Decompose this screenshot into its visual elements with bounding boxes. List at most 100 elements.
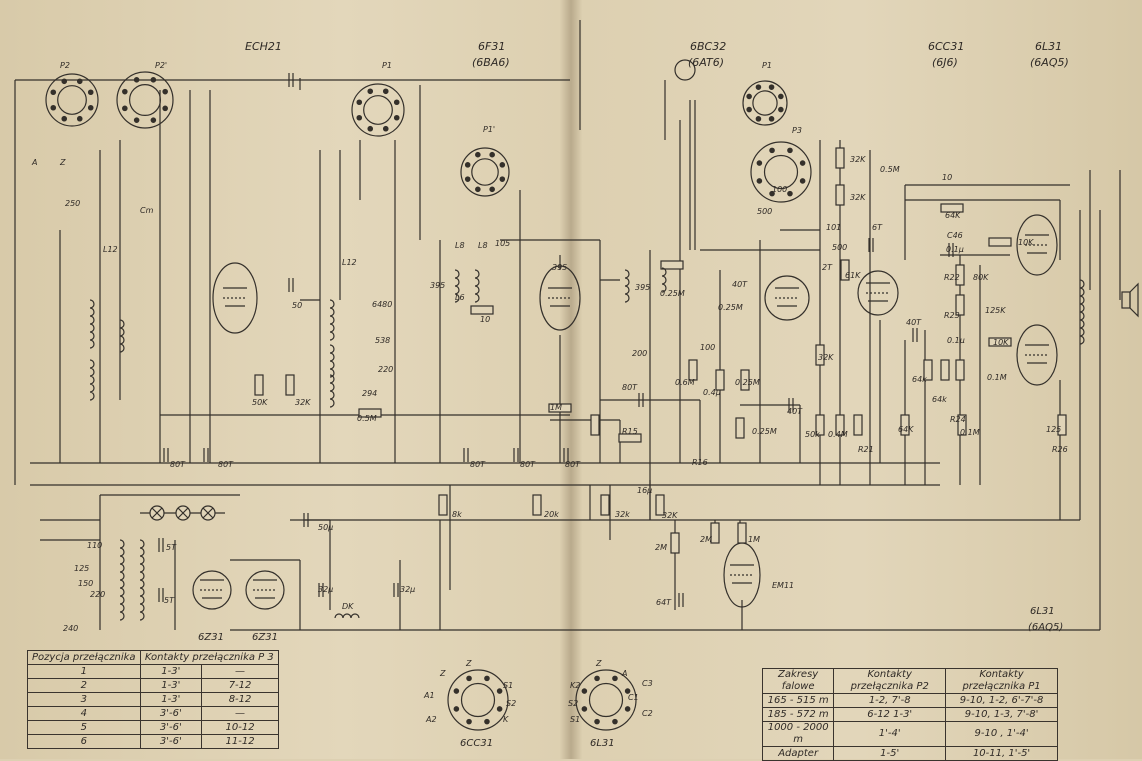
component-label: C46 (947, 231, 963, 240)
component-label: P1 (762, 61, 772, 70)
table-cell: 9-10, 1-2, 6'-7'-8 (945, 693, 1058, 708)
component-label: 32k (615, 510, 630, 519)
component-label: 6L31 (1030, 606, 1055, 617)
socket-pin (150, 117, 157, 123)
socket-pin (61, 78, 68, 85)
capacitor (288, 278, 294, 292)
component-label: 40T (906, 318, 922, 327)
socket-outline (575, 669, 637, 731)
component-label: P2 (60, 61, 70, 70)
table-cell: 1-2, 7'-8 (833, 693, 947, 708)
socket-pin (453, 688, 460, 694)
component-label: Z (595, 659, 602, 668)
tube-title-6j6: (6J6) (932, 56, 958, 69)
table-cell: 185 - 572 m (761, 707, 835, 722)
socket-pin (496, 688, 503, 694)
component-label: C2 (642, 709, 653, 718)
socket-pin (787, 147, 793, 154)
table-cell: 10-12 (201, 720, 279, 735)
speaker-cone (1129, 282, 1139, 318)
resistor (940, 203, 964, 213)
component-label: Z (465, 659, 472, 668)
resistor (470, 305, 494, 315)
resistor (835, 414, 845, 436)
socket-pin (768, 116, 775, 122)
capacitor (158, 588, 164, 602)
socket-pin (769, 147, 775, 154)
component-label: 80T (565, 460, 581, 469)
header-contacts: Kontakty przełącznika P 3 (139, 650, 280, 665)
component-label: C3 (642, 679, 653, 688)
component-label: 220 (90, 590, 105, 599)
socket-pin (787, 190, 793, 197)
speaker-icon (1121, 291, 1131, 309)
capacitor (163, 448, 169, 462)
component-label: 64k (912, 375, 927, 384)
component-label: 0.4M (828, 430, 848, 439)
table-cell: Adapter (761, 746, 835, 761)
socket-pin (87, 89, 94, 96)
socket-pin (624, 688, 631, 694)
coil (1079, 279, 1085, 345)
component-label: S2 (506, 699, 516, 708)
tube-title-6bc32: 6BC32 (690, 40, 726, 53)
component-label: S2 (568, 699, 578, 708)
component-label: 80T (218, 460, 234, 469)
table-cell: 1-3' (139, 664, 203, 679)
coil (624, 269, 630, 303)
tube-socket (45, 73, 99, 127)
component-label: L8 (478, 241, 488, 250)
component-label: L6 (455, 293, 465, 302)
component-label: 80T (520, 460, 536, 469)
header-ranges: Zakresy falowe (761, 668, 835, 694)
capacitor (788, 398, 794, 412)
component-label: S1 (503, 681, 513, 690)
component-label: A1 (423, 691, 435, 700)
component-label: 100 (700, 343, 715, 352)
component-label: 64K (945, 211, 961, 220)
socket-outline (750, 141, 812, 203)
tube-socket (116, 71, 174, 129)
capacitor (678, 593, 684, 607)
socket-pin (453, 706, 460, 712)
coil (139, 539, 145, 621)
socket-pin (778, 93, 784, 100)
coil (329, 374, 335, 408)
component-label: 395 (552, 263, 567, 272)
component-label: 50μ (318, 523, 333, 532)
resistor (923, 359, 933, 381)
coil (661, 267, 667, 293)
socket-pin (489, 151, 495, 158)
tube-title-6f31: 6F31 (478, 40, 505, 53)
wires (14, 20, 1121, 631)
table-cell: 8-12 (201, 692, 279, 707)
tube-title-6aq5: (6AQ5) (1030, 56, 1069, 69)
resistor (710, 522, 720, 544)
resistor (590, 414, 600, 436)
component-label: K2 (570, 681, 580, 690)
socket-outline (742, 80, 788, 126)
resistor (254, 374, 264, 396)
tube-envelope (192, 570, 232, 610)
socket-pin (393, 99, 400, 106)
resistor (600, 494, 610, 516)
component-label: 0.25M (735, 378, 760, 387)
6l31-upper-tube (1016, 214, 1058, 276)
tube-titles: ECH21 6F31 (6BA6) 6BC32 (6AT6) 6CC31 (6J… (245, 40, 1069, 69)
table-cell: 3'-6' (139, 706, 203, 721)
component-label: 200 (632, 349, 647, 358)
resistor (358, 408, 382, 418)
component-label: 240 (63, 624, 78, 633)
6l31-lower-tube (1016, 324, 1058, 386)
tube-envelope (539, 265, 581, 331)
socket-pin (122, 105, 128, 112)
socket-pin (581, 706, 588, 712)
6z31-tube-2 (245, 570, 285, 610)
tube-socket (575, 669, 637, 731)
component-label: Z (439, 669, 446, 678)
socket-pin (489, 186, 495, 193)
socket-pin (496, 706, 503, 712)
